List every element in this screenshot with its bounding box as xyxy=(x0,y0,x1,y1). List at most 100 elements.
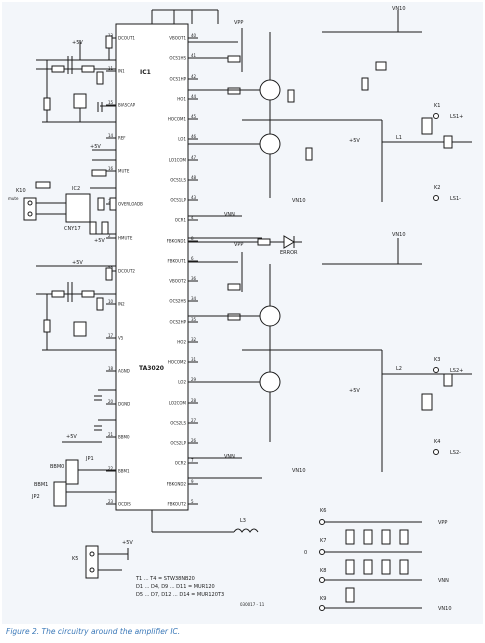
ic1-pin-label: LO2 xyxy=(178,380,186,385)
ic1-pin-label: BIASCAP xyxy=(118,103,136,108)
ic1-pin-number: 32 xyxy=(191,337,197,342)
error-label: ERROR xyxy=(280,250,298,256)
vpp-label-mid: VPP xyxy=(234,242,243,248)
k5-label: K5 xyxy=(72,556,78,562)
ls2-plus-label: LS2+ xyxy=(450,368,463,374)
ic1-pin-number: 15 xyxy=(108,100,114,105)
ic1-pin-number: 18 xyxy=(108,366,114,371)
k7-connector: K7 0 xyxy=(304,538,422,556)
ic1-pin-label: OCS2LS xyxy=(170,421,186,426)
k9-connector: K9 VN10 xyxy=(319,596,452,612)
ic1-pin-number: 17 xyxy=(108,333,114,338)
k10-label: K10 xyxy=(16,188,26,194)
legend-line-2: D1 ... D4, D9 ... D11 = MUR120 xyxy=(136,584,215,590)
bbm0-label: BBM0 xyxy=(50,464,64,470)
input-network-2: +5V xyxy=(36,260,116,351)
ic1-pin-number: 45 xyxy=(191,114,197,119)
vn10-label-2: VN10 xyxy=(292,468,306,474)
l3-label: L3 xyxy=(240,518,246,524)
ic1-pin-label: DGND xyxy=(118,402,130,407)
k9-label: K9 xyxy=(320,596,326,602)
jp1-label: JP1 xyxy=(85,456,94,462)
plus5v-label-7: +5V xyxy=(349,138,360,144)
ic1-pin-number: 7 xyxy=(191,458,194,463)
output-stage-1: VPP VN10 VNN VN10 L1 +5V xyxy=(188,6,472,239)
ic1-pin-label: OCS1HP xyxy=(170,77,187,82)
plus5v-label-4: +5V xyxy=(72,260,83,266)
ic1-pin-number: 40 xyxy=(191,33,197,38)
ic1-pin-label: OCS2HS xyxy=(169,299,186,304)
ic1-pin-label: DCOUT2 xyxy=(118,269,135,274)
vnn-label-1: VNN xyxy=(224,212,235,218)
ic1-part: TA3020 xyxy=(139,365,164,372)
l3-choke: L3 xyxy=(151,510,259,533)
ic1-pin-label: REF xyxy=(118,136,126,141)
ls1-minus-label: LS1- xyxy=(450,196,461,202)
ic1-pin-label: IN1 xyxy=(118,69,125,74)
schematic-sheet: IC1 TA3020 13DCOUT111IN115BIASCAP14REF16… xyxy=(2,2,483,624)
k8-net: VNN xyxy=(438,578,449,584)
plus5v-label-1: +5V xyxy=(72,40,83,46)
ic1-pin-label: OCS2HP xyxy=(170,320,187,325)
ic1-pin-label: HOCOM1 xyxy=(168,117,187,122)
k7-label: K7 xyxy=(320,538,326,544)
ic1-pin-label: FBKGND2 xyxy=(167,482,187,487)
ic1-right-pins: 40VBOOT141OCS1HS42OCS1HP44HO145HOCOM146L… xyxy=(167,33,198,507)
figure-caption: Figure 2. The circuitry around the ampli… xyxy=(6,627,181,636)
k8-label: K8 xyxy=(320,568,326,574)
legend-line-3: D5 ... D7, D12 ... D14 = MUR120T3 xyxy=(136,592,224,598)
ic1-pin-label: OCDIS xyxy=(118,502,131,507)
k9-net: VN10 xyxy=(438,606,452,612)
ic1-pin-number: 44 xyxy=(191,94,197,99)
ic1-pin-label: FBKOUT2 xyxy=(167,502,186,507)
ic1-pin-number: 35 xyxy=(191,317,197,322)
ic1-pin-number: 36 xyxy=(191,276,197,281)
legend-line-1: T1 ... T4 = STW38NB20 xyxy=(135,576,195,582)
ic1-pin-label: HO2 xyxy=(177,340,186,345)
ic1-pin-number: 23 xyxy=(108,499,114,504)
plus5v-label-2: +5V xyxy=(90,144,101,150)
ic1-pin-label: BBM0 xyxy=(118,435,130,440)
k7-net: 0 xyxy=(304,550,307,556)
schematic-svg: IC1 TA3020 13DCOUT111IN115BIASCAP14REF16… xyxy=(8,6,472,612)
ic1-pin-label: LO1COM xyxy=(169,158,187,163)
ic1-pin-label: LO1 xyxy=(178,137,186,142)
input-network-1: +5V xyxy=(36,35,116,123)
vn10-label-1: VN10 xyxy=(292,198,306,204)
ic1-pin-number: 10 xyxy=(108,299,114,304)
ic1-pin-number: 16 xyxy=(108,166,114,171)
ic1-pin-label: VBOOT1 xyxy=(169,36,186,41)
ic1-pin-number: 4 xyxy=(191,215,194,220)
bbm1-label: BBM1 xyxy=(34,482,48,488)
ic1-pin-number: 9 xyxy=(191,479,194,484)
ic1-pin-number: 6 xyxy=(191,256,194,261)
ic2-label: IC2 xyxy=(72,186,80,192)
ic1-pin-label: OCS1LS xyxy=(170,178,186,183)
bias-network: +5V xyxy=(89,221,116,244)
ic1-pin-label: OCR2 xyxy=(175,461,187,466)
ic1-pin-label: AGND xyxy=(118,369,130,374)
ic1-pin-number: 22 xyxy=(108,466,114,471)
figure-id: 030017 - 11 xyxy=(240,602,265,607)
ic1-pin-number: 46 xyxy=(191,134,197,139)
vn10-label-mid: VN10 xyxy=(392,232,406,238)
ic1-pin-number: 34 xyxy=(191,296,197,301)
k2-label: K2 xyxy=(434,185,440,191)
ic1-pin-number: 28 xyxy=(191,398,197,403)
ic1-pin-number: 26 xyxy=(191,438,197,443)
k1-label: K1 xyxy=(434,103,440,109)
ic1-name: IC1 xyxy=(140,69,151,76)
k8-connector: K8 VNN xyxy=(319,568,449,584)
output-stage-2: VPP VN10 VNN VN10 L2 +5V xyxy=(188,232,472,479)
ic1-pin-label: OCS1LP xyxy=(170,198,186,203)
component-legend: T1 ... T4 = STW38NB20 D1 ... D4, D9 ... … xyxy=(135,576,265,607)
ic1-pin-label: OCS2LP xyxy=(170,441,186,446)
ic1-pin-number: 27 xyxy=(191,418,197,423)
ic1-pin-label: DCOUT1 xyxy=(118,36,135,41)
decoupling-caps xyxy=(345,529,409,603)
k4-label: K4 xyxy=(434,439,440,445)
ic1-pin-label: HO1 xyxy=(177,97,186,102)
ic1-pin-number: 42 xyxy=(191,74,197,79)
ic1-pin-number: 5 xyxy=(191,499,194,504)
ic1-pin-label: HMUTE xyxy=(118,236,133,241)
